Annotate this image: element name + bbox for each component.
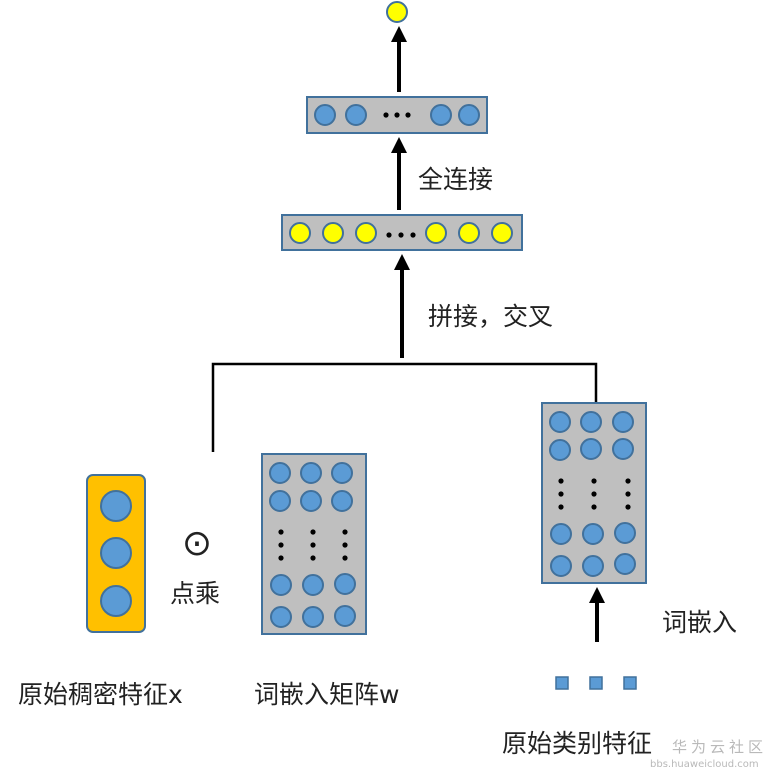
- embedding-matrix-label: 词嵌入矩阵w: [254, 680, 399, 709]
- ellipsis-dot: [591, 504, 597, 510]
- output-node: [386, 1, 408, 23]
- ellipsis-dot: [342, 555, 348, 561]
- concat-node: [322, 222, 344, 244]
- category-node: [549, 439, 571, 461]
- ellipsis-dot: [625, 491, 631, 497]
- ellipsis-dot: [398, 232, 404, 238]
- ellipsis-dot: [383, 112, 389, 118]
- ellipsis-dot: [278, 529, 284, 535]
- ellipsis-dot: [558, 491, 564, 497]
- ellipsis-dot: [394, 112, 400, 118]
- concat-cross-label: 拼接，交叉: [428, 302, 553, 331]
- matrix-node: [300, 490, 322, 512]
- category-node: [550, 555, 572, 577]
- ellipsis-dot: [591, 478, 597, 484]
- dense-feature-label: 原始稠密特征x: [18, 680, 183, 709]
- ellipsis-dot: [278, 542, 284, 548]
- matrix-node: [331, 490, 353, 512]
- matrix-node: [331, 462, 353, 484]
- category-node: [612, 438, 634, 460]
- ellipsis-dot: [310, 555, 316, 561]
- ellipsis-dot: [625, 504, 631, 510]
- category-node: [614, 522, 636, 544]
- hidden-node: [345, 104, 367, 126]
- ellipsis-dot: [310, 542, 316, 548]
- category-square: [589, 676, 603, 690]
- matrix-node: [270, 606, 292, 628]
- category-node: [580, 438, 602, 460]
- ellipsis-dot: [386, 232, 392, 238]
- merge-bracket: [211, 362, 598, 452]
- concat-node: [491, 222, 513, 244]
- category-node: [580, 411, 602, 433]
- ellipsis-dot: [558, 504, 564, 510]
- dense-feature-column: [86, 474, 146, 633]
- concat-node: [425, 222, 447, 244]
- ellipsis-dot: [558, 478, 564, 484]
- ellipsis-dot: [342, 529, 348, 535]
- dense-node: [100, 490, 132, 522]
- ellipsis-dot: [591, 491, 597, 497]
- hidden-node: [314, 104, 336, 126]
- concat-node: [355, 222, 377, 244]
- category-embedding-block: [541, 402, 647, 584]
- category-feature-label: 原始类别特征: [502, 729, 652, 758]
- ellipsis-dot: [410, 232, 416, 238]
- ellipsis-dot: [310, 529, 316, 535]
- ellipsis-dot: [278, 555, 284, 561]
- ellipsis-dot: [342, 542, 348, 548]
- category-square: [555, 676, 569, 690]
- word-embedding-label: 词嵌入: [662, 608, 737, 637]
- ellipsis-dot: [625, 478, 631, 484]
- dot-product-label: 点乘: [170, 579, 220, 608]
- category-node: [550, 523, 572, 545]
- category-node: [614, 553, 636, 575]
- concat-node: [458, 222, 480, 244]
- fc-hidden-layer: [306, 96, 488, 134]
- category-node: [582, 555, 604, 577]
- watermark-url: bbs.huaweicloud.com: [650, 759, 759, 770]
- dense-node: [100, 585, 132, 617]
- matrix-node: [269, 462, 291, 484]
- category-feature-squares: [555, 676, 637, 690]
- matrix-node: [334, 605, 356, 627]
- category-node: [582, 523, 604, 545]
- category-square: [623, 676, 637, 690]
- watermark-brand: 华为云社区: [672, 738, 767, 756]
- matrix-node: [302, 606, 324, 628]
- hidden-node: [430, 104, 452, 126]
- category-node: [612, 411, 634, 433]
- concat-layer: [281, 214, 523, 251]
- dot-product-symbol: ⊙: [182, 523, 212, 564]
- dense-node: [100, 537, 132, 569]
- concat-node: [289, 222, 311, 244]
- matrix-node: [302, 574, 324, 596]
- hidden-node: [458, 104, 480, 126]
- matrix-node: [300, 462, 322, 484]
- full-connect-label: 全连接: [418, 165, 493, 194]
- matrix-node: [334, 573, 356, 595]
- embedding-matrix: [261, 453, 367, 635]
- ellipsis-dot: [405, 112, 411, 118]
- matrix-node: [269, 490, 291, 512]
- matrix-node: [270, 574, 292, 596]
- category-node: [549, 411, 571, 433]
